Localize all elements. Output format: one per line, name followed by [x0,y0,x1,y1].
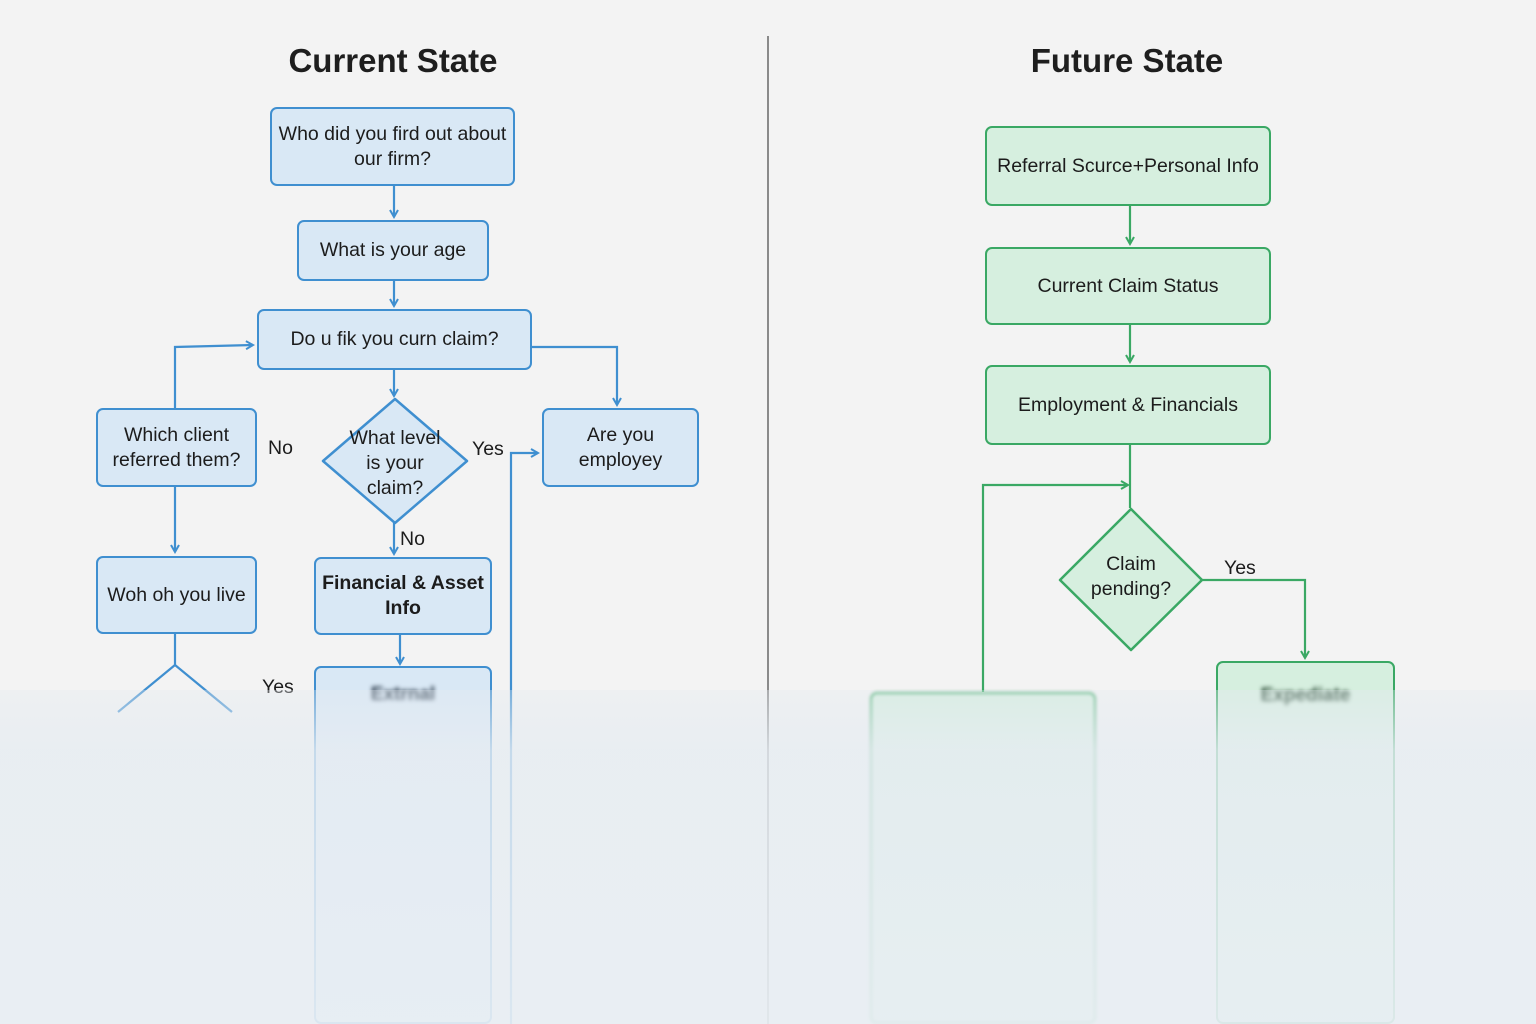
label-yes-right: Yes [472,438,504,460]
label-yes-bottom: Yes [262,676,294,698]
arrow-loop-to-claim [173,345,253,408]
node-f-claim-status: Current Claim Status [985,247,1271,325]
node-which-client: Which client referred them? [96,408,257,487]
node-f-referral-personal: Referral Scurce+Personal Info [985,126,1271,206]
node-claim-question: Do u fik you curn claim? [257,309,532,370]
external-label: Extrnal [370,684,436,705]
label-f-yes: Yes [1224,557,1256,579]
node-f-bottom-left [870,692,1096,1024]
diamond-live-bottom [117,664,233,713]
future-state-title: Future State [1030,42,1224,79]
node-f-bottom-right: Expediate [1216,661,1395,1024]
node-live: Woh oh you live [96,556,257,634]
f-bottom-right-label: Expediate [1260,685,1351,706]
level-claim-diamond [321,397,469,525]
label-no-down: No [400,528,425,550]
current-state-title: Current State [288,42,498,79]
node-financial-asset: Financial & Asset Info [314,557,492,635]
node-referral-question: Who did you fird out about our firm? [270,107,515,186]
claim-pending-text: Claim pending? [1090,553,1172,600]
arrow-f-loop-to-pending [981,485,1128,692]
arrow-f-yes-to-right [1202,578,1305,658]
label-no-left: No [268,437,293,459]
level-claim-text: What level is your claim? [349,427,441,499]
claim-pending-diamond [1058,507,1204,652]
node-employey: Are you employey [542,408,699,487]
column-divider [767,36,769,1024]
node-age-question: What is your age [297,220,489,281]
node-external: Extrnal [314,666,492,1024]
arrow-up-to-employey [509,453,538,1024]
node-f-employment: Employment & Financials [985,365,1271,445]
arrow-claim-to-employey [532,345,617,405]
